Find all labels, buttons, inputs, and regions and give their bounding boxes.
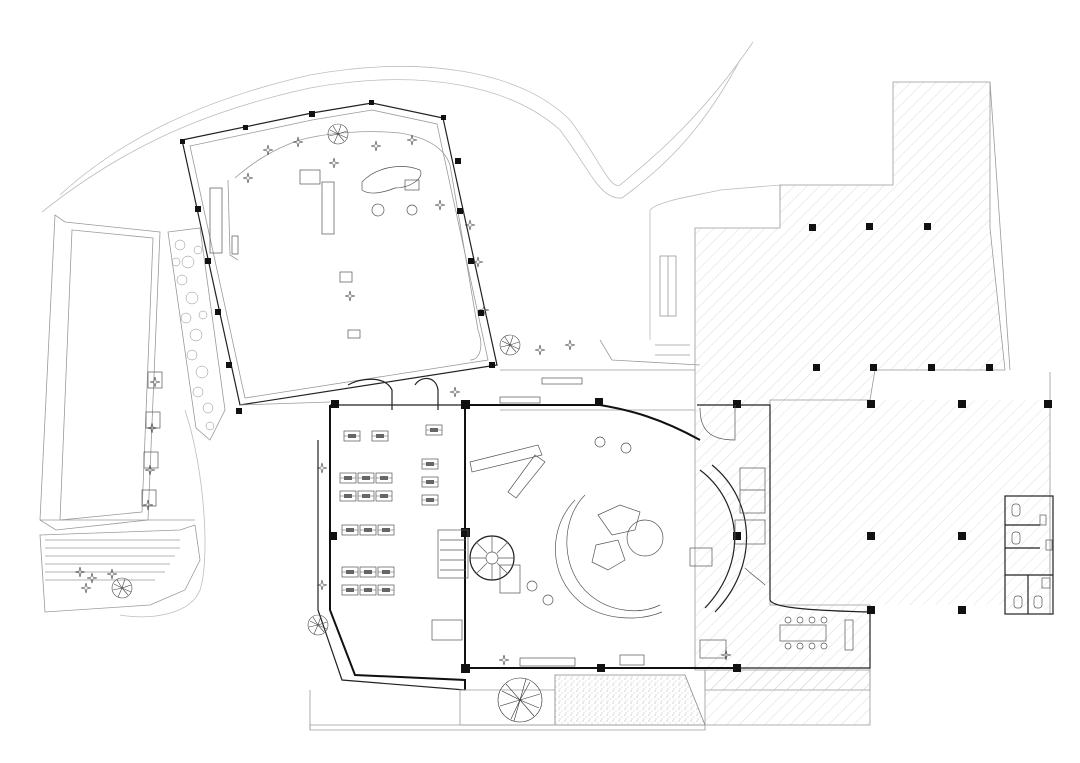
- central-lounge: [526, 436, 713, 619]
- main-building: [307, 377, 1052, 691]
- stone-retaining-wall: [167, 227, 226, 441]
- dining-tables: [779, 616, 854, 651]
- restrooms: [1004, 495, 1054, 615]
- plaza-columns: [809, 223, 993, 371]
- pool-terrace: [39, 214, 201, 613]
- spiral-stair: [437, 529, 521, 594]
- entrance-court: [309, 674, 706, 731]
- connector-walkway: [239, 255, 701, 411]
- site-boundary: [41, 41, 781, 618]
- upper-terrace: [180, 100, 576, 414]
- hatched-plaza: [694, 81, 1051, 726]
